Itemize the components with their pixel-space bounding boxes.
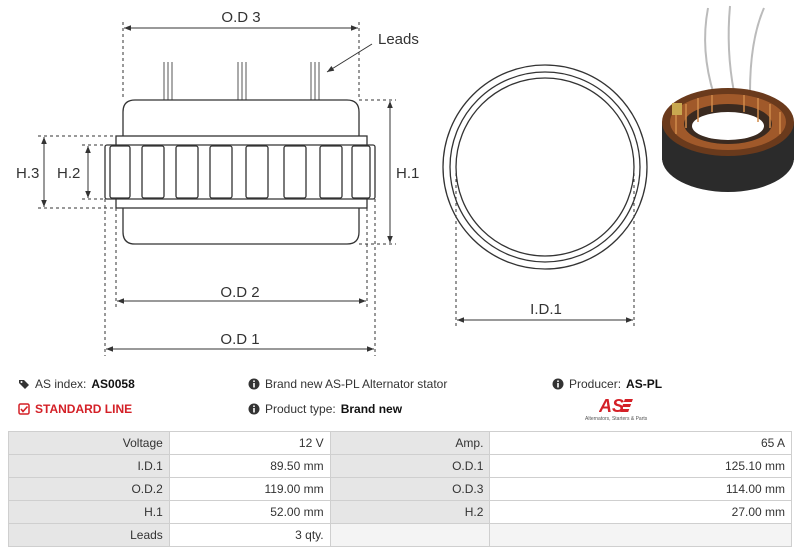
as-pl-logo: AS Alternators, Starters & Parts: [585, 396, 665, 426]
spec-value: 89.50 mm: [168, 454, 331, 478]
product-type-value: Brand new: [340, 402, 403, 416]
spec-label: O.D.3: [329, 477, 491, 501]
as-index-value: AS0058: [91, 377, 135, 391]
technical-drawing: O.D 3 Leads H.1 H.2 H.3 O.D 2 O.D 1: [16, 5, 794, 356]
label-h2: H.2: [57, 165, 80, 182]
spec-label: Amp.: [329, 431, 491, 455]
label-id1: I.D.1: [530, 301, 562, 318]
spec-label: O.D.2: [8, 477, 170, 501]
table-row: Voltage 12 V Amp. 65 A: [8, 431, 792, 455]
standard-line-label: STANDARD LINE: [35, 402, 133, 416]
info-icon: [248, 378, 260, 390]
stator-top-view: [442, 64, 648, 270]
description-text: Brand new AS-PL Alternator stator: [265, 377, 448, 391]
tags-icon: [19, 380, 29, 389]
spec-value: 12 V: [168, 431, 331, 455]
label-od2: O.D 2: [220, 284, 259, 301]
spec-value: 3 qty.: [168, 523, 331, 547]
logo-subtitle: Alternators, Starters & Parts: [585, 416, 648, 422]
description: Brand new AS-PL Alternator stator: [248, 377, 447, 391]
label-h1: H.1: [396, 165, 419, 182]
as-index-label: AS index:: [35, 377, 87, 391]
stator-photo: [662, 5, 794, 192]
specs-table: Voltage 12 V Amp. 65 A I.D.1 89.50 mm O.…: [8, 431, 792, 547]
table-row: I.D.1 89.50 mm O.D.1 125.10 mm: [8, 454, 792, 478]
spec-value: 114.00 mm: [489, 477, 792, 501]
leads-pointer: [326, 43, 373, 73]
product-type: Product type: Brand new: [248, 402, 402, 416]
spec-value: 65 A: [489, 431, 792, 455]
producer-value: AS-PL: [626, 377, 663, 391]
dimension-od1: [104, 199, 376, 356]
label-od3: O.D 3: [221, 9, 260, 26]
dimension-id1: [455, 167, 635, 328]
dimension-od2: [115, 208, 368, 308]
info-icon: [248, 403, 260, 415]
dimension-h1: [359, 99, 396, 245]
dimension-od3: [122, 22, 360, 100]
spec-value: 119.00 mm: [168, 477, 331, 501]
table-row: O.D.2 119.00 mm O.D.3 114.00 mm: [8, 477, 792, 501]
spec-value: 125.10 mm: [489, 454, 792, 478]
info-icon: [552, 378, 564, 390]
standard-line: STANDARD LINE: [18, 402, 132, 416]
stator-side-view: [104, 62, 376, 245]
as-index: AS index: AS0058: [18, 377, 135, 391]
label-leads: Leads: [378, 31, 419, 48]
spec-label: H.1: [8, 500, 170, 524]
spec-value: 27.00 mm: [489, 500, 792, 524]
spec-label: [329, 523, 491, 547]
table-row: Leads 3 qty.: [8, 523, 792, 547]
svg-text:AS: AS: [599, 396, 624, 416]
label-od1: O.D 1: [220, 331, 259, 348]
spec-label: Voltage: [8, 431, 170, 455]
label-h3: H.3: [16, 165, 39, 182]
dimension-h2-h3: [38, 135, 116, 209]
spec-label: I.D.1: [8, 454, 170, 478]
producer: Producer: AS-PL: [552, 377, 662, 391]
table-row: H.1 52.00 mm H.2 27.00 mm: [8, 500, 792, 524]
producer-label: Producer:: [569, 377, 622, 391]
check-square-icon: [18, 403, 30, 415]
spec-label: O.D.1: [329, 454, 491, 478]
spec-label: H.2: [329, 500, 491, 524]
spec-label: Leads: [8, 523, 170, 547]
product-type-label: Product type:: [265, 402, 336, 416]
spec-value: 52.00 mm: [168, 500, 331, 524]
spec-value: [489, 523, 792, 547]
